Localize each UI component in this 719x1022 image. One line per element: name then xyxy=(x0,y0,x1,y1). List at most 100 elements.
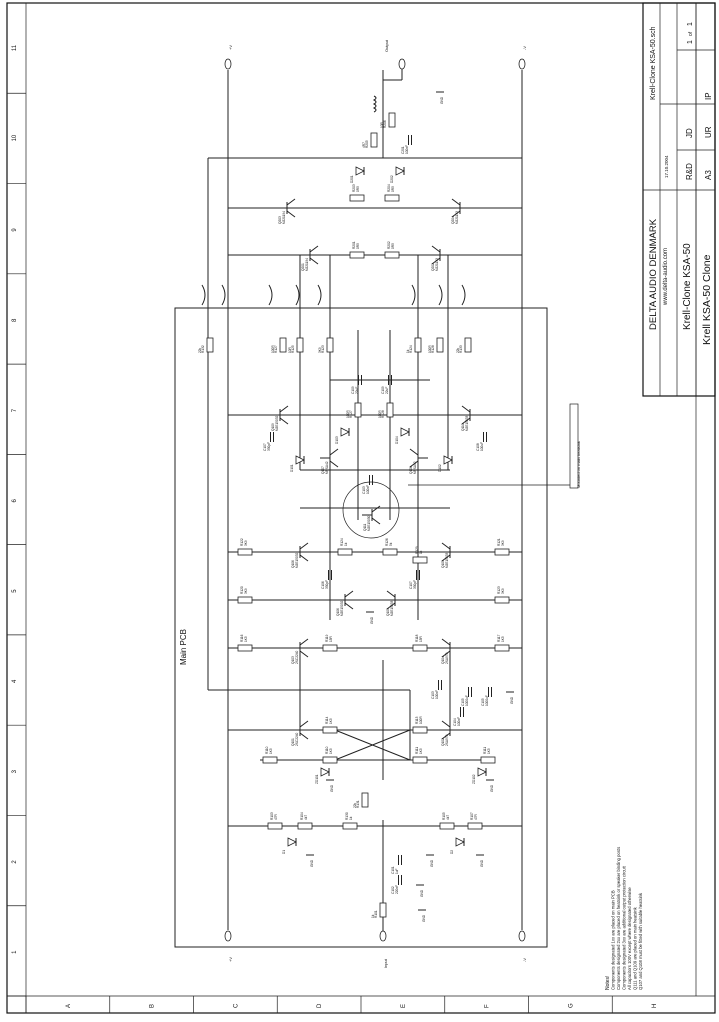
diode-d102: D102 xyxy=(438,455,453,472)
ref-label: R126 xyxy=(385,538,389,546)
neg-rail-connector-bottom[interactable]: -V xyxy=(518,930,527,962)
diode-zd102: ZD102 xyxy=(472,767,487,784)
value-label: MJ21194 xyxy=(282,211,286,224)
value-label: 100nF xyxy=(457,717,461,726)
ref-label: D101 xyxy=(290,464,294,472)
ref-label: R127 xyxy=(274,345,278,353)
value-label: MPSA42 xyxy=(325,461,329,474)
ref-label: R111 xyxy=(415,747,419,754)
sheet-size: A3 xyxy=(704,170,713,180)
company-website: www.delta-audio.com xyxy=(663,248,669,306)
pos-rail-connector-top[interactable]: +V xyxy=(224,45,233,70)
ref-label: D2 xyxy=(450,850,454,854)
value-label: 1k xyxy=(406,349,410,353)
value-label: 100uF xyxy=(480,442,484,451)
ref-label: R203 xyxy=(352,184,356,192)
grid-col-label-2: 2 xyxy=(12,860,18,864)
edge-connectors xyxy=(201,284,466,306)
output-label: Output xyxy=(384,39,389,52)
ref-label: C107 xyxy=(263,443,267,451)
ref-label: Q103 xyxy=(291,656,295,664)
value-label: 22k xyxy=(353,802,357,808)
neg-rail-label-bottom: -V xyxy=(522,958,527,962)
gnd-label: GND xyxy=(330,784,334,792)
note-line-2: Components designated 2xx are placed on … xyxy=(616,847,621,990)
ref-label: Q202 xyxy=(431,263,435,271)
note-line-6: Q107 and Q108 must be fitted with suitab… xyxy=(638,892,643,990)
pcb-edge-connector xyxy=(295,284,300,306)
gnd-label: GND xyxy=(440,96,444,104)
ref-label: R204 xyxy=(387,184,391,192)
grid-col-label-5: 5 xyxy=(12,589,18,593)
pos-rail-label-bottom: +V xyxy=(228,957,233,962)
value-label: 0R5 xyxy=(356,186,360,192)
value-label: 330pF xyxy=(413,580,417,589)
ref-label: C108 xyxy=(476,443,480,451)
notes-block: Notes!Components designated 1xx are plac… xyxy=(605,847,643,990)
value-label: MPSA92 xyxy=(413,461,417,474)
pos-rail-connector-bottom[interactable]: +V xyxy=(224,930,233,962)
ref-label: Q104 xyxy=(441,656,445,664)
value-label: 3K9 xyxy=(318,347,322,353)
value-label: 4k7 xyxy=(304,815,308,820)
pcb-edge-connector xyxy=(317,284,322,306)
ref-label: R132 xyxy=(201,345,205,353)
value-label: 1K5 xyxy=(419,748,423,754)
ref-label: Q201 xyxy=(301,263,305,271)
value-label: 1K5 xyxy=(329,748,333,754)
diode-d202: D202 xyxy=(390,166,405,183)
input-connector[interactable]: Input xyxy=(379,930,388,968)
note-line-5: Q111 and Q109 are placed on main heatsin… xyxy=(633,906,638,990)
ref-label: ZD101 xyxy=(315,774,319,784)
ref-label: R119 xyxy=(325,634,329,642)
neg-rail-connector-top[interactable]: -V xyxy=(518,46,527,70)
gnd-label: GND xyxy=(370,616,374,624)
value-label: 3K9 xyxy=(244,588,248,594)
diode-d103: D103 xyxy=(335,427,350,444)
value-label: 1k xyxy=(419,550,423,554)
value-label: 15R xyxy=(329,635,333,642)
input-label: Input xyxy=(383,958,388,968)
gnd-symbol: GND xyxy=(416,884,424,897)
drawing-title: Krell KSA-50 Clone xyxy=(701,254,713,345)
ref-label: R104 xyxy=(300,812,304,820)
ref-label: R101 xyxy=(374,910,378,918)
value-label: 2SC2240 xyxy=(295,732,299,746)
output-connector[interactable]: Output xyxy=(383,39,406,81)
sheet-of: of xyxy=(688,31,694,36)
value-label: 10R xyxy=(288,346,292,353)
value-label: 1K5 xyxy=(329,718,333,724)
pcb-edge-connector xyxy=(201,284,206,306)
value-label: 330pF xyxy=(325,580,329,589)
ref-label: Q109 xyxy=(271,423,275,431)
gnd-symbol: GND xyxy=(326,779,334,792)
neg-rail-label-top: -V xyxy=(522,46,527,50)
ref-label: R118 xyxy=(415,634,419,642)
